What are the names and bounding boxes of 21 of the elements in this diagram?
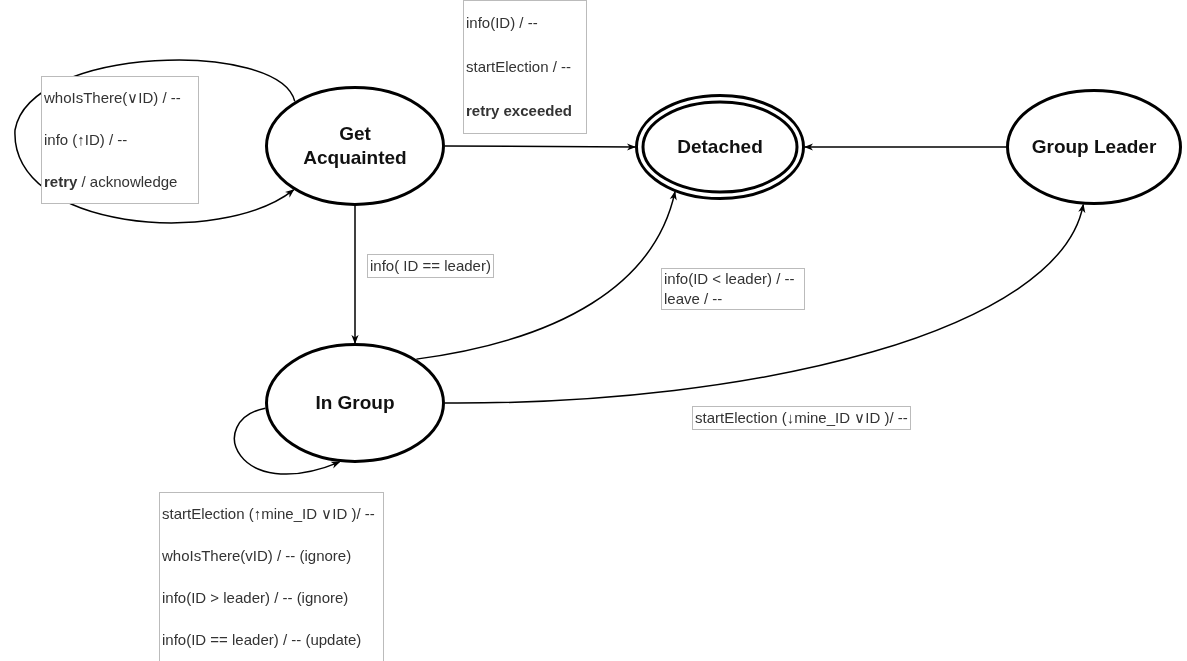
transition-arrow — [233, 407, 341, 475]
state-name: Get Acquainted — [302, 122, 408, 170]
transition-arrow — [351, 205, 359, 344]
edge-label: startElection (↑mine_ID ∨ID )/ -- whoIsThere(vID) / -- (ignore) info(ID > leader) / -- (ignore) info(ID == leader) / -- (update) — [159, 492, 384, 661]
state-name: Group Leader — [1031, 135, 1157, 159]
edge-label: info( ID == leader) — [367, 254, 494, 278]
state-name: Detached — [677, 135, 763, 159]
state-name: In Group — [315, 391, 395, 415]
transition-arrow — [14, 59, 296, 224]
edge-label: info(ID) / -- startElection / -- retry exceeded — [463, 0, 587, 134]
transition-arrow — [444, 203, 1085, 404]
state-ellipse — [1006, 89, 1182, 205]
edge-label: info(ID < leader) / -- leave / -- — [661, 268, 805, 310]
state-ellipse — [265, 343, 445, 463]
final-state-ellipse — [635, 94, 805, 200]
edge-label: whoIsThere(∨ID) / -- info (↑ID) / -- retry / acknowledge — [41, 76, 199, 204]
transition-arrow — [444, 143, 636, 151]
transition-arrow — [415, 191, 677, 360]
state-ellipse — [265, 86, 445, 206]
transition-arrow — [804, 143, 1007, 151]
edge-label: startElection (↓mine_ID ∨ID )/ -- — [692, 406, 911, 430]
